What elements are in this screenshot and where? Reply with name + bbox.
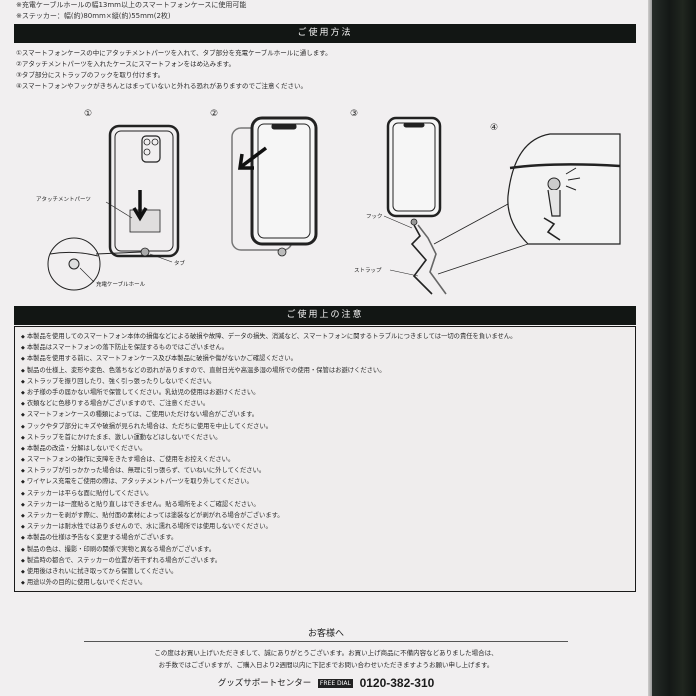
phone-case-figure [108, 124, 180, 258]
customer-line-1: この度はお買い上げいただきまして、誠にありがとうございます。お買い上げ商品に不備… [154, 649, 498, 657]
notice-item: ストラップを首にかけたまま、激しい運動などはしないでください。 [21, 432, 627, 443]
customer-line-2: お手数ではございますが、ご購入日より2週間以内に下記までお問い合わせいただきます… [158, 661, 494, 669]
notice-item: お子様の手の届かない場所で保管してください。乳幼児の使用はお避けください。 [21, 387, 627, 398]
label-cable-hole: 充電ケーブルホール [96, 280, 146, 288]
figure-number-1: ① [84, 109, 92, 119]
notice-item: ワイヤレス充電をご使用の際は、アタッチメントパーツを取り外してください。 [21, 476, 627, 487]
notice-item: ストラップを振り回したり、強く引っ張ったりしないでください。 [21, 376, 627, 387]
tab-detail-circle [47, 237, 143, 291]
fit-arrow-icon [237, 146, 268, 170]
support-contact: グッズサポートセンター FREE DIAL 0120-382-310 [0, 676, 652, 690]
hook-detail-figure [433, 133, 621, 275]
notice-item: 衣類などに色移りする場合がございますので、ご注意ください。 [21, 398, 627, 409]
notice-list: 本製品を使用してのスマートフォン本体の損傷などによる破損や故障、データの損失、消… [21, 331, 627, 588]
notice-box: 本製品を使用してのスマートフォン本体の損傷などによる破損や故障、データの損失、消… [14, 326, 636, 592]
notice-item: 本製品を使用してのスマートフォン本体の損傷などによる破損や故障、データの損失、消… [21, 331, 627, 342]
notice-item: 本製品を使用する前に、スマートフォンケース及び本製品に破損や傷がないかご確認くだ… [21, 353, 627, 364]
figure-number-2: ② [210, 109, 218, 119]
notice-item: 製品の仕様上、変形や変色、色落ちなどの恐れがありますので、直射日光や高温多湿の場… [21, 365, 627, 376]
label-strap: ストラップ [354, 267, 382, 274]
spec-line-1: ※充電ケーブルホールの幅13mm以上のスマートフォンケースに使用可能 [16, 1, 247, 9]
phone-strap-figure [386, 116, 447, 295]
instruction-sheet: ※充電ケーブルホールの幅13mm以上のスマートフォンケースに使用可能 ※ステッカ… [0, 0, 652, 696]
notice-item: 製造時の都合で、ステッカーの位置が若干ずれる場合がございます。 [21, 555, 627, 566]
usage-diagram: ① アタッチメントパーツ タブ 充電ケーブルホール ② [36, 109, 621, 295]
usage-step-4: ④スマートフォンやフックがきちんとはまっていないと外れる恐れがありますのでご注意… [16, 82, 308, 90]
package-edge [648, 0, 654, 696]
usage-heading: ご使用方法 [14, 24, 636, 43]
support-phone: 0120-382-310 [359, 676, 435, 690]
notice-item: ステッカーは耐水性ではありませんので、水に濡れる場所では使用しないでください。 [21, 521, 627, 532]
notice-item: 用途以外の目的に使用しないでください。 [21, 577, 627, 588]
spec-line-2: ※ステッカー：幅(約)80mm×縦(約)55mm(2枚) [16, 12, 171, 20]
label-hook: フック [366, 213, 383, 220]
usage-step-1: ①スマートフォンケースの中にアタッチメントパーツを入れて、タブ部分を充電ケーブル… [16, 49, 332, 57]
notice-item: ストラップが引っかかった場合は、無理に引っ張らず、ていねいに外してください。 [21, 465, 627, 476]
insert-arrow-icon [132, 190, 148, 222]
notice-item: 製品の色は、撮影・印刷の関係で実物と異なる場合がございます。 [21, 544, 627, 555]
freedial-badge: FREE DIAL [317, 678, 353, 688]
notice-item: ステッカーを剥がす際に、貼付面の素材によっては塗装などが剥がれる場合がございます… [21, 510, 627, 521]
figure-number-3: ③ [350, 109, 358, 119]
notice-heading: ご使用上の注意 [14, 306, 636, 325]
phone-insert-figure [231, 116, 318, 257]
notice-item: ステッカーは平らな面に貼付してください。 [21, 488, 627, 499]
usage-step-3: ③タブ部分にストラップのフックを取り付けます。 [16, 71, 165, 79]
customer-title: お客様へ [307, 629, 344, 639]
notice-item: 本製品の仕様は予告なく変更する場合がございます。 [21, 532, 627, 543]
support-label: グッズサポートセンター [217, 678, 312, 689]
label-attachment: アタッチメントパーツ [36, 195, 91, 203]
notice-item: フックやタブ部分にキズや破損が見られた場合は、ただちに使用を中止してください。 [21, 421, 627, 432]
notice-item: スマートフォンケースの種類によっては、ご使用いただけない場合がございます。 [21, 409, 627, 420]
notice-item: スマートフォンの操作に支障をきたす場合は、ご使用をお控えください。 [21, 454, 627, 465]
notice-item: 使用後はきれいに拭き取ってから保管してください。 [21, 566, 627, 577]
figure-number-4: ④ [490, 123, 498, 133]
customer-divider [84, 641, 568, 642]
label-tab: タブ [174, 259, 186, 267]
notice-item: 本製品の改造・分解はしないでください。 [21, 443, 627, 454]
usage-step-2: ②アタッチメントパーツを入れたケースにスマートフォンをはめ込みます。 [16, 60, 236, 68]
package-background [652, 0, 696, 696]
notice-item: ステッカーは一度貼ると貼り直しはできません。貼る場所をよくご確認ください。 [21, 499, 627, 510]
notice-item: 本製品はスマートフォンの落下防止を保証するものではございません。 [21, 342, 627, 353]
